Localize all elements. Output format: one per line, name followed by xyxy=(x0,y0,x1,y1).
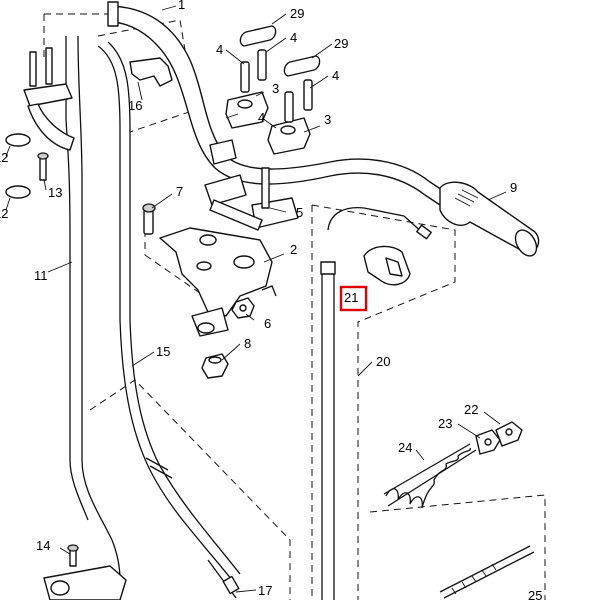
label-20: 20 xyxy=(376,354,390,369)
label-14: 14 xyxy=(36,538,50,553)
handlebar xyxy=(107,1,446,206)
screw-13 xyxy=(37,152,49,181)
label-15: 15 xyxy=(156,344,170,359)
leader-lines xyxy=(5,5,507,593)
cable-end-17 xyxy=(207,559,240,599)
label-23: 23 xyxy=(438,416,452,431)
label-25: 25 xyxy=(528,588,542,600)
nut-8 xyxy=(201,353,229,379)
label-12a: 12 xyxy=(0,150,8,165)
label-9: 9 xyxy=(510,180,517,195)
label-1: 1 xyxy=(178,0,185,12)
label-24: 24 xyxy=(398,440,412,455)
highlight-box xyxy=(339,285,368,312)
label-7: 7 xyxy=(176,184,183,199)
label-4a: 4 xyxy=(216,42,223,57)
label-5: 5 xyxy=(296,205,303,220)
throttle-housing xyxy=(43,565,127,600)
cable-25 xyxy=(439,545,535,599)
adjuster-nut-23 xyxy=(475,429,501,455)
label-29b: 29 xyxy=(334,36,348,51)
bolt-caps xyxy=(239,25,321,77)
hose-clamp-12 xyxy=(5,133,31,199)
label-21: 21 xyxy=(344,290,358,305)
spring-24 xyxy=(383,443,477,509)
throttle-cable-15 xyxy=(97,41,241,581)
label-4d: 4 xyxy=(258,110,265,125)
label-17: 17 xyxy=(258,583,272,598)
handlebar-holder-lower xyxy=(142,167,299,235)
label-2: 2 xyxy=(290,242,297,257)
label-16: 16 xyxy=(128,98,142,113)
throttle-cable-11 xyxy=(65,35,121,600)
label-3a: 3 xyxy=(272,81,279,96)
label-4b: 4 xyxy=(290,30,297,45)
lever-bracket xyxy=(129,57,173,87)
cable-guide xyxy=(23,47,75,151)
clutch-cable-20 xyxy=(320,206,432,600)
part-number-labels: 1 2 3 3 4 4 4 4 5 6 7 8 9 11 12 12 13 14… xyxy=(0,0,542,600)
label-4c: 4 xyxy=(332,68,339,83)
label-8: 8 xyxy=(244,336,251,351)
label-6: 6 xyxy=(264,316,271,331)
label-11: 11 xyxy=(34,268,48,283)
throttle-grip xyxy=(439,181,540,257)
handlebar-holder-upper xyxy=(225,91,311,155)
label-12b: 12 xyxy=(0,206,8,221)
label-13: 13 xyxy=(48,185,62,200)
label-3b: 3 xyxy=(324,112,331,127)
adjuster-nut-22 xyxy=(495,421,523,447)
holder-bolts xyxy=(240,49,313,123)
master-cylinder-body xyxy=(159,227,277,337)
label-29a: 29 xyxy=(290,6,304,21)
cable-cover-boot xyxy=(363,245,411,286)
screw-14 xyxy=(67,544,79,567)
nut-6 xyxy=(231,297,255,319)
label-22: 22 xyxy=(464,402,478,417)
